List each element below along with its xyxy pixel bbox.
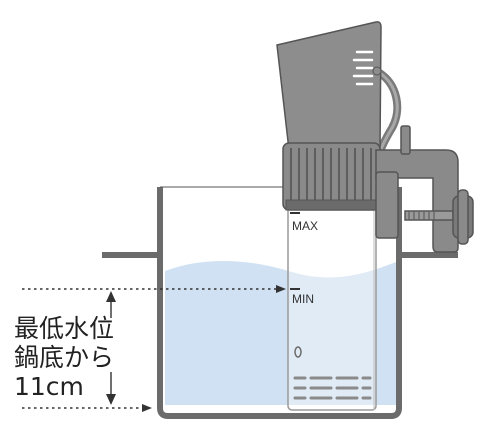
dimension-arrow-down-icon (106, 394, 116, 405)
min-label: MIN (292, 292, 314, 306)
pot-clamp (375, 125, 474, 253)
device-tube (287, 201, 377, 411)
water-fill (165, 260, 396, 405)
note-line-3: 11cm (14, 372, 84, 401)
display-marks (352, 50, 374, 86)
note-line-1: 最低水位 (14, 314, 115, 343)
min-guide-arrowhead (276, 285, 286, 293)
pot (102, 187, 458, 419)
dimension-arrow-up-icon (106, 291, 116, 302)
bottom-guide-arrowhead (142, 404, 152, 412)
note-line-2: 鍋底から (14, 343, 115, 372)
device-head (276, 21, 382, 151)
max-label: MAX (292, 219, 318, 233)
sensor-icon (294, 346, 302, 358)
device-collar (282, 142, 381, 211)
